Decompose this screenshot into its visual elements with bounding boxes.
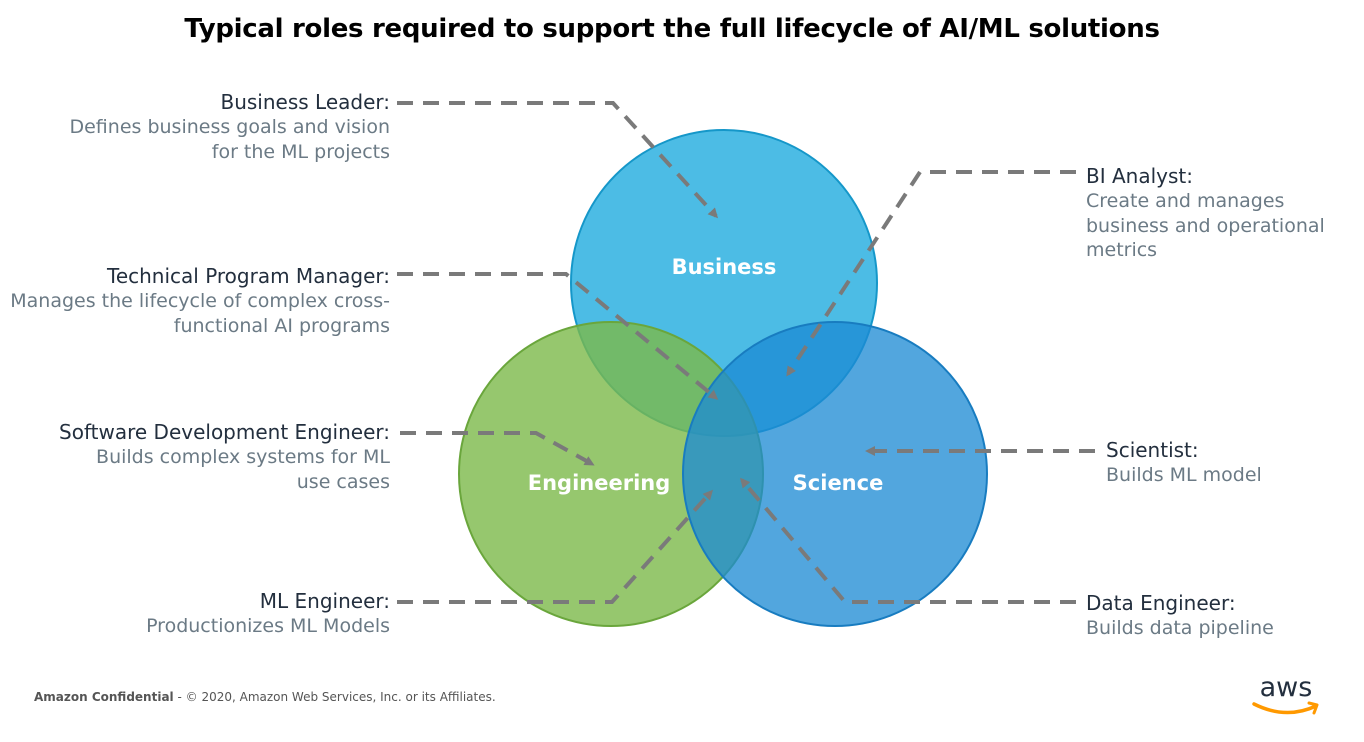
role-description: Builds data pipeline [1086,617,1274,639]
page-title: Typical roles required to support the fu… [184,14,1160,44]
role-business-leader: Business Leader: Defines business goals … [69,89,390,164]
role-description: business and operational [1086,214,1325,237]
role-description: metrics [1086,239,1158,262]
connector-sde [400,431,595,466]
connector-bi-analyst [786,170,1076,377]
connector-tpm [397,272,719,400]
role-description: Manages the lifecycle of complex cross- [10,290,390,312]
role-description: for the ML projects [211,140,390,163]
connector-business-leader [397,101,719,219]
role-name: BI Analyst: [1086,164,1193,188]
footer: Amazon Confidential - © 2020, Amazon Web… [34,690,496,704]
confidential-label: Amazon Confidential [34,690,174,704]
role-bi-analyst: BI Analyst: Create and manages business … [1086,163,1325,263]
aws-logo-icon: aws [1252,672,1319,715]
role-name: Scientist: [1106,438,1199,462]
role-description: functional AI programs [173,314,390,337]
role-name: ML Engineer: [259,589,390,613]
aws-logo-text: aws [1260,672,1313,703]
role-scientist: Scientist: Builds ML model [1106,437,1262,488]
role-description: use cases [296,470,390,493]
role-description: Defines business goals and vision [69,116,390,138]
role-technical-program-manager: Technical Program Manager: Manages the l… [10,263,390,338]
role-name: Business Leader: [220,90,390,114]
role-name: Data Engineer: [1086,591,1236,615]
role-name: Software Development Engineer: [59,420,390,444]
role-description: Productionizes ML Models [146,615,390,637]
engineering-label: Engineering [528,471,671,495]
role-data-engineer: Data Engineer: Builds data pipeline [1086,590,1274,641]
role-name: Technical Program Manager: [107,264,390,288]
business-label: Business [672,255,777,279]
role-description: Create and manages [1086,190,1285,212]
role-ml-engineer: ML Engineer: Productionizes ML Models [146,588,390,639]
role-software-development-engineer: Software Development Engineer: Builds co… [59,419,390,494]
science-circle [682,321,988,627]
science-label: Science [793,471,884,495]
role-description: Builds complex systems for ML [96,446,390,468]
role-description: Builds ML model [1106,464,1262,486]
copyright-text: - © 2020, Amazon Web Services, Inc. or i… [173,690,496,704]
connector-ml-engineer [397,489,714,604]
